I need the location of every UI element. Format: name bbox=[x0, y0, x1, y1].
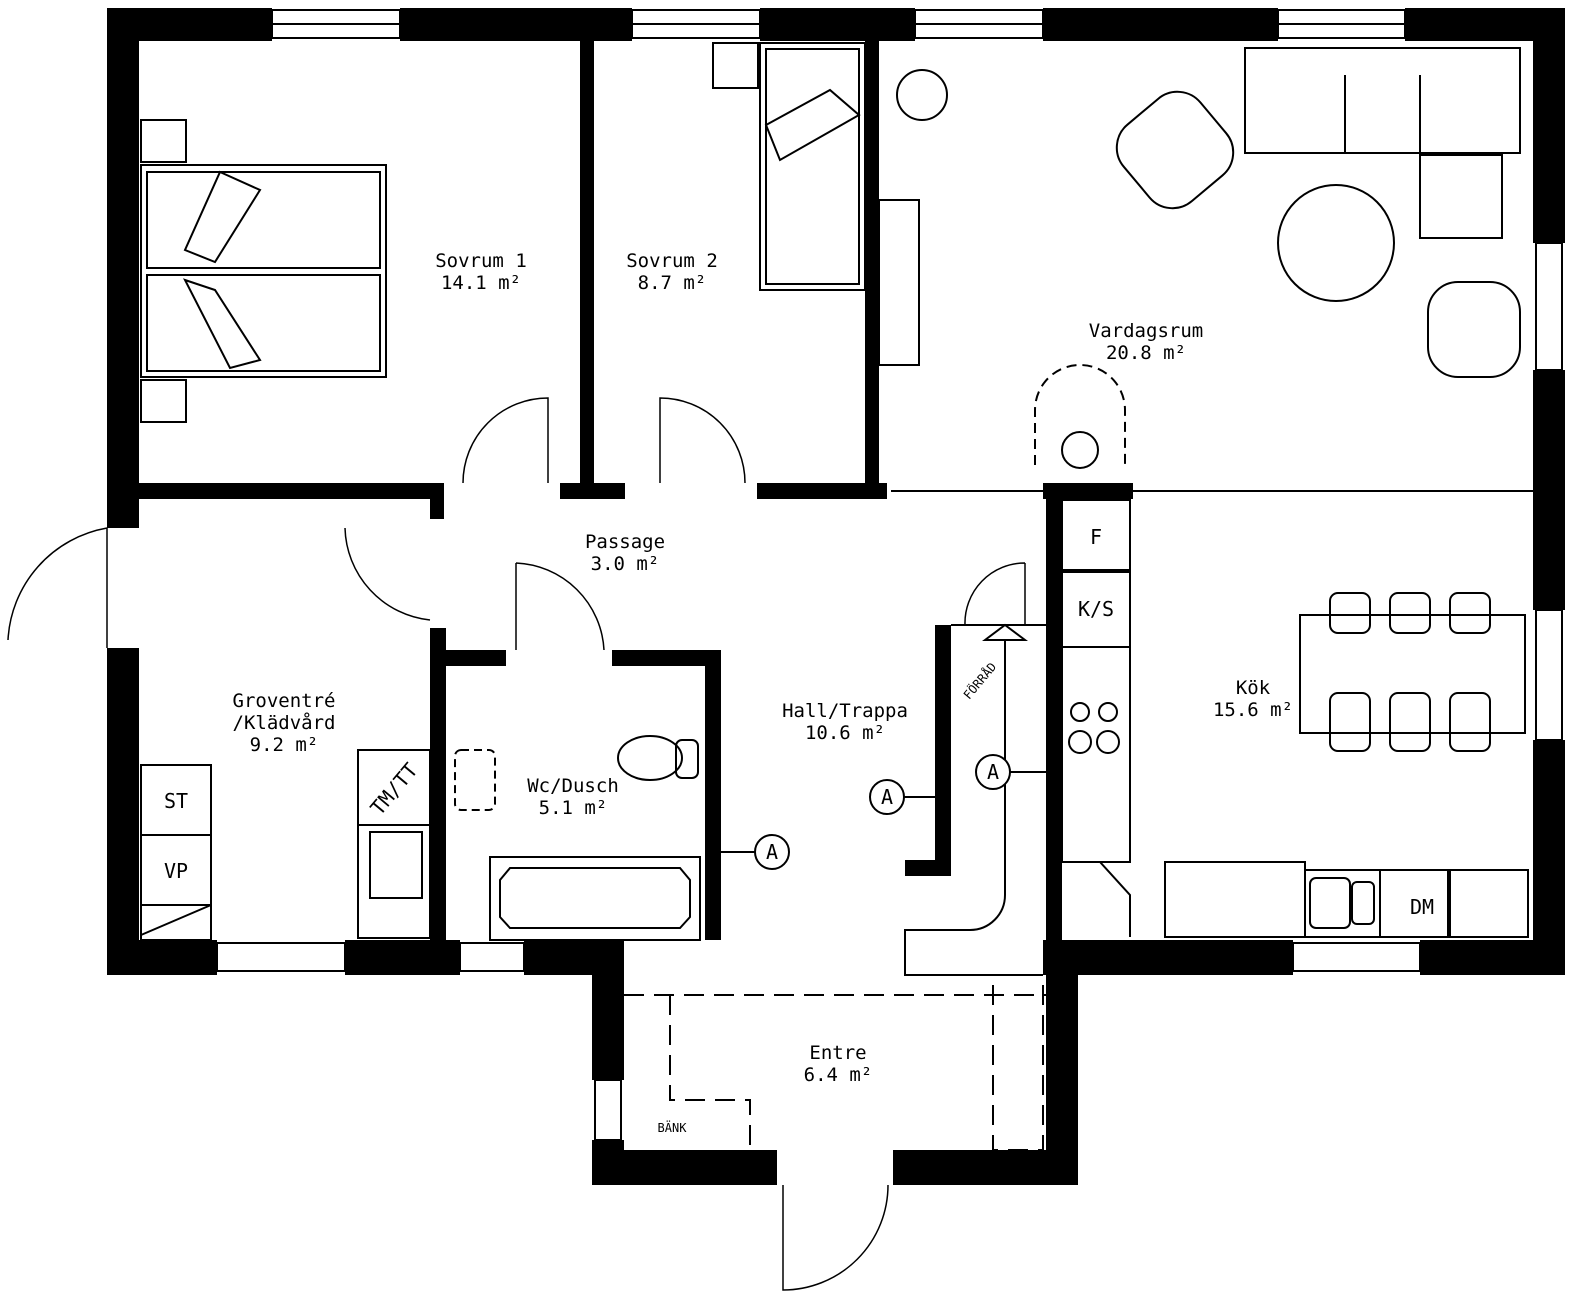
entre-dashed bbox=[624, 974, 1046, 1151]
stair bbox=[904, 623, 1046, 976]
kitchen bbox=[1061, 499, 1529, 938]
room-name-2: /Klädvård bbox=[232, 712, 336, 734]
room-name: Entre bbox=[809, 1042, 867, 1064]
bench-label: BÄNK bbox=[657, 1121, 687, 1135]
dryer-label: ST bbox=[163, 789, 189, 813]
room-name: Sovrum 1 bbox=[435, 250, 527, 272]
room-name: Hall/Trappa bbox=[782, 700, 908, 722]
room-area: 9.2 m² bbox=[249, 734, 319, 756]
bathroom bbox=[489, 735, 701, 941]
section-marker-a: A bbox=[986, 760, 1000, 784]
laundry bbox=[140, 749, 496, 941]
room-name: Groventré bbox=[232, 690, 336, 712]
room-area: 10.6 m² bbox=[804, 722, 886, 744]
room-name: Sovrum 2 bbox=[626, 250, 718, 272]
dishwasher-label: DM bbox=[1409, 895, 1435, 919]
exterior-walls bbox=[107, 8, 1565, 1185]
room-name: Vardagsrum bbox=[1088, 320, 1204, 342]
fridge-label: F bbox=[1089, 525, 1103, 549]
section-markers bbox=[721, 754, 1046, 870]
freezer-label: K/S bbox=[1077, 597, 1115, 621]
room-area: 14.1 m² bbox=[440, 272, 522, 294]
room-area: 20.8 m² bbox=[1105, 342, 1187, 364]
water-heater-label: VP bbox=[163, 859, 189, 883]
room-area: 15.6 m² bbox=[1212, 699, 1294, 721]
room-area: 3.0 m² bbox=[590, 553, 660, 575]
single-bed bbox=[712, 42, 920, 366]
double-bed bbox=[140, 119, 387, 423]
section-marker-a: A bbox=[880, 785, 894, 809]
windows bbox=[216, 9, 1563, 1141]
doors bbox=[7, 397, 1026, 1291]
room-area: 8.7 m² bbox=[637, 272, 707, 294]
room-area: 6.4 m² bbox=[803, 1064, 873, 1086]
living-furniture bbox=[896, 47, 1521, 469]
room-name: Kök bbox=[1235, 677, 1271, 699]
section-marker-a: A bbox=[765, 840, 779, 864]
room-name: Wc/Dusch bbox=[527, 775, 619, 797]
room-name: Passage bbox=[584, 531, 666, 553]
room-area: 5.1 m² bbox=[538, 797, 608, 819]
interior-walls bbox=[139, 41, 1133, 940]
